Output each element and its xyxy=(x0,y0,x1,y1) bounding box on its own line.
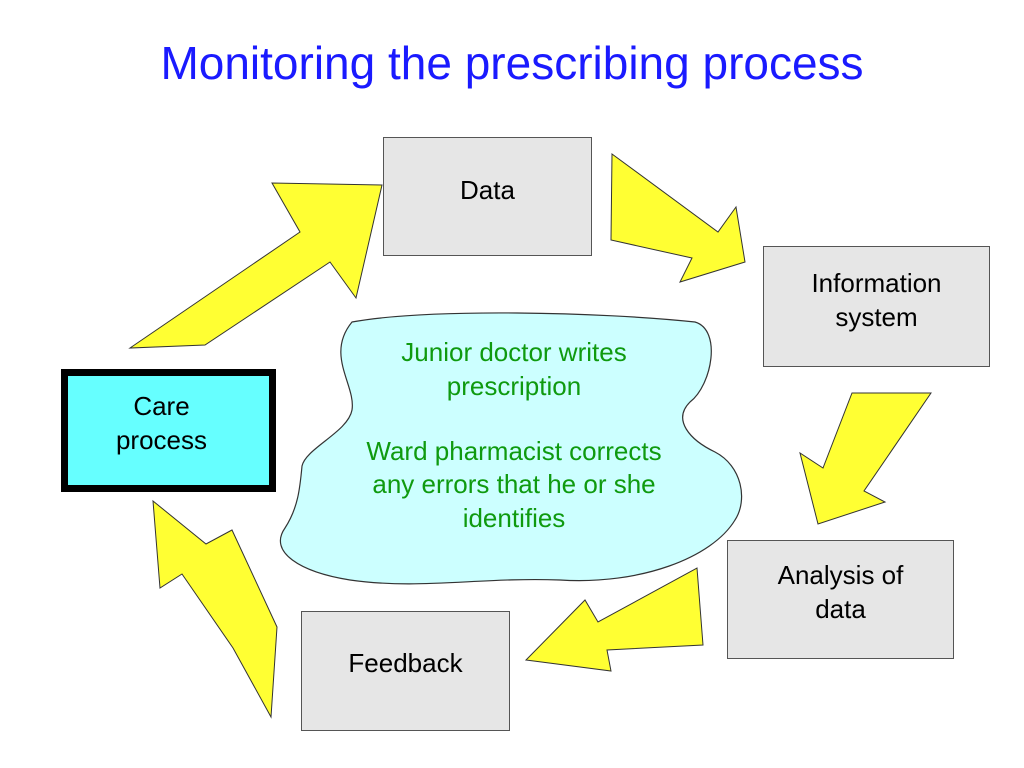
arrow-feedback-to-care xyxy=(152,499,278,719)
analysis-label-line1: Analysis of xyxy=(777,560,904,590)
information-system-label-line1: Information xyxy=(811,268,942,298)
cloud-note-text: Junior doctor writes prescription Ward p… xyxy=(300,336,728,536)
arrow-care-to-data xyxy=(128,182,383,349)
data-box-label: Data xyxy=(460,175,515,205)
cloud-note-line1: Junior doctor writes xyxy=(401,337,627,367)
care-process-label-line2: process xyxy=(115,424,208,455)
care-process-label-line1: Care xyxy=(133,391,190,421)
arrow-analysis-to-feedback xyxy=(524,567,704,672)
information-system-box: Information system xyxy=(763,246,990,367)
feedback-box-label: Feedback xyxy=(348,648,463,678)
analysis-of-data-box: Analysis of data xyxy=(727,540,954,659)
cloud-note-shape xyxy=(279,312,743,585)
information-system-label-line2: system xyxy=(835,301,918,332)
data-box: Data xyxy=(383,137,592,256)
slide-title: Monitoring the prescribing process xyxy=(160,37,864,89)
analysis-label-line2: data xyxy=(815,593,866,624)
feedback-box: Feedback xyxy=(301,611,510,731)
cloud-note-line5: identifies xyxy=(462,503,566,534)
cloud-note-line2: prescription xyxy=(446,370,582,401)
cloud-note-line3: Ward pharmacist corrects xyxy=(366,435,662,466)
arrow-information-to-analysis xyxy=(799,392,932,525)
care-process-box: Care process xyxy=(61,369,276,492)
arrow-data-to-information xyxy=(610,153,746,283)
cloud-note-line4: any errors that he or she xyxy=(372,469,656,500)
cloud-note-gap xyxy=(300,404,728,435)
